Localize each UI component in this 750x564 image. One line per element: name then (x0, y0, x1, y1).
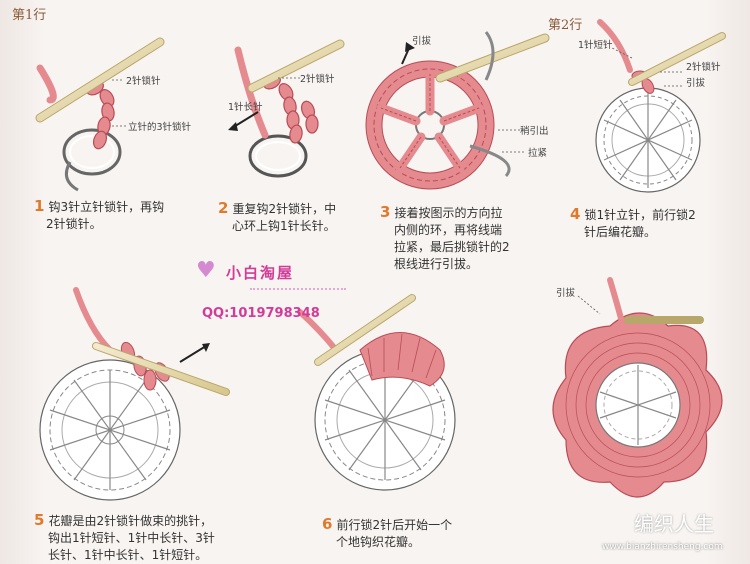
diagram-6 (297, 294, 456, 491)
step-1-line-1: 钩3针立针锁针，再钩 (48, 200, 165, 214)
step-3-line-2: 内侧的环，再将线端 (394, 223, 503, 237)
step-5-line-2: 钩出1针短针、1针中长针、3针 (48, 531, 215, 545)
caption-d3-tight: 拉紧 (528, 147, 547, 159)
caption-d2-chain2: 2针锁针 (300, 73, 335, 85)
caption-d3-slip: 引拔 (412, 35, 432, 47)
caption-d2-long: 1针长针 (228, 101, 263, 113)
step-6-number: 6 (322, 515, 333, 533)
step-5-line-1: 花瓣是由2针锁针做束的挑针， (48, 514, 213, 528)
diagram-4 (595, 19, 726, 193)
watermark-ribbon (250, 288, 346, 298)
watermark-title: 小白淘屋 (226, 264, 295, 282)
row1-label: 第1行 (12, 8, 47, 23)
step-3-number: 3 (380, 203, 391, 221)
step-6-line-2: 个地钩织花瓣。 (336, 535, 421, 549)
step-4-line-2: 针后编花瓣。 (584, 225, 657, 239)
caption-d1-chain2: 2针锁针 (126, 75, 161, 87)
diagram-1 (35, 37, 165, 192)
step-2-number: 2 (218, 199, 229, 217)
diagram-5 (39, 287, 230, 501)
diagram-7 (552, 277, 723, 498)
caption-d4-slip: 引拔 (686, 77, 706, 89)
step-3-line-4: 根线进行引拔。 (394, 257, 479, 271)
caption-d6-slip: 引拔 (556, 287, 576, 299)
step-3-line-3: 拉紧，最后挑锁针的2 (394, 240, 510, 254)
step-1-line-2: 2针锁针。 (46, 217, 102, 231)
step-5-number: 5 (34, 511, 45, 529)
step-5-line-3: 长针、1针中长针、1针短针。 (48, 548, 208, 562)
step-3-line-1: 接着按图示的方向拉 (394, 206, 503, 220)
caption-d3-pull: 稍引出 (520, 125, 549, 137)
watermark-qq: QQ:1019798348 (202, 306, 320, 321)
diagram-2 (228, 39, 345, 178)
watermark-hearts-icon: ♥ (196, 258, 216, 283)
step-2-line-1: 重复钩2针锁针，中 (232, 202, 337, 216)
row2-label: 第2行 (548, 18, 583, 33)
diagram-3 (365, 31, 550, 190)
step-6-line-1: 前行锁2针后开始一个 (336, 518, 453, 532)
step-4-number: 4 (570, 205, 581, 223)
step-1-number: 1 (34, 197, 45, 215)
caption-d1-chain3: 立针的3针锁针 (128, 121, 192, 133)
caption-d4-chain2: 2针锁针 (686, 61, 721, 73)
caption-d4-sc: 1针短针 (578, 39, 613, 51)
step-4-line-1: 锁1针立针，前行锁2 (584, 208, 696, 222)
step-2-line-2: 心环上钩1针长针。 (232, 219, 336, 233)
watermark-url: www.bianzhirensheng.com (602, 542, 723, 552)
watermark-logo: 编织人生 (634, 512, 714, 536)
